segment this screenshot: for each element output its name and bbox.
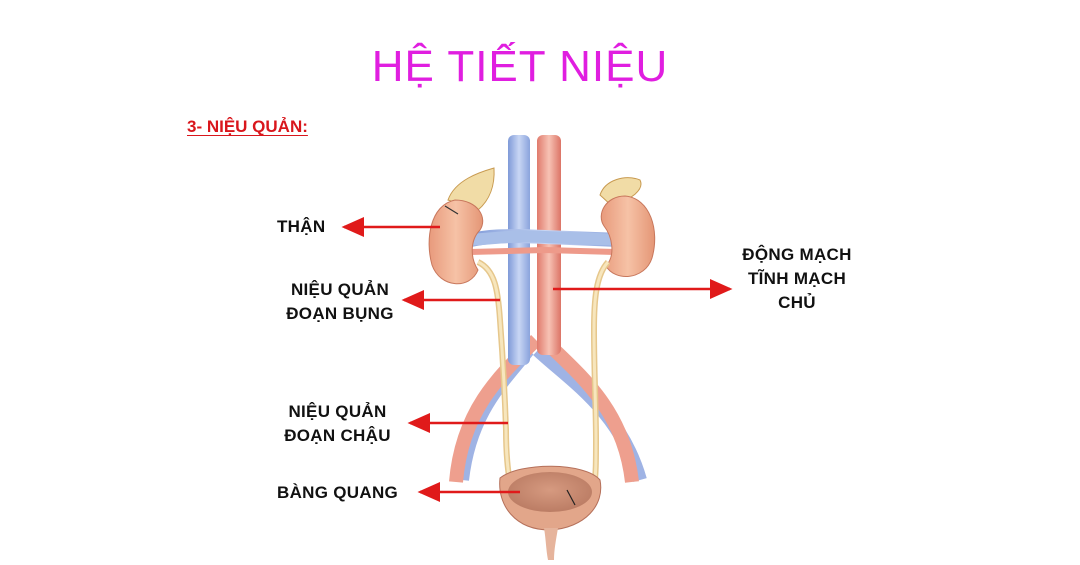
pointer-arrows: [341, 217, 733, 502]
label-great-vessels: ĐỘNG MẠCH TĨNH MẠCH CHỦ: [742, 245, 852, 312]
label-kidney: THẬN: [277, 217, 326, 236]
iliac-vessels: [449, 334, 647, 483]
right-kidney: [600, 195, 656, 277]
left-adrenal: [447, 167, 495, 211]
label-abdominal-ureter: NIỆU QUẢN ĐOẠN BỤNG: [286, 280, 394, 323]
section-heading: 3- NIỆU QUẢN:: [187, 117, 308, 136]
label-pelvic-ureter: NIỆU QUẢN ĐOẠN CHẬU: [284, 402, 391, 445]
aorta: [537, 135, 561, 355]
label-bladder: BÀNG QUANG: [277, 483, 399, 502]
left-kidney: [428, 199, 484, 285]
page-title: HỆ TIẾT NIỆU: [371, 42, 669, 91]
bladder: [499, 465, 602, 560]
